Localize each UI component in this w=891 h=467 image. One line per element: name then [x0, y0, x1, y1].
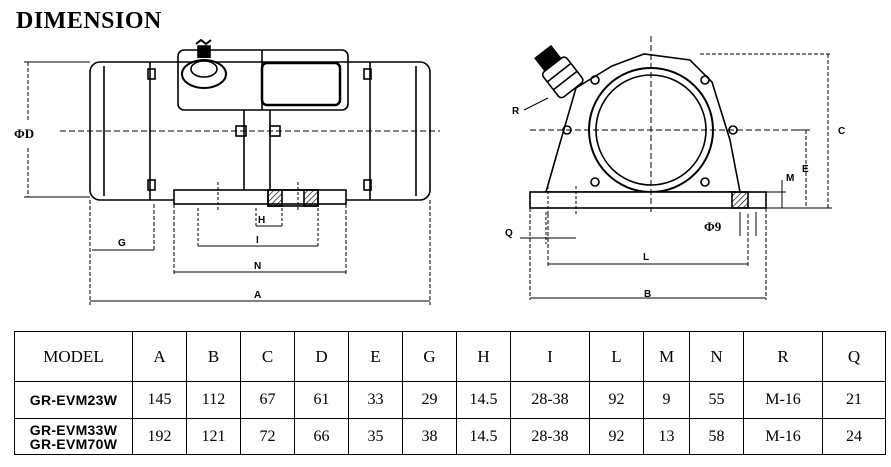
table-header-cell: MODEL [14, 331, 133, 382]
model-name: GR-EVM33W [29, 421, 118, 438]
side-view [60, 38, 440, 212]
table-header-cell: R [743, 331, 823, 382]
table-header-cell: C [240, 331, 295, 382]
table-cell: 14.5 [456, 381, 511, 419]
table-cell: 192 [132, 418, 187, 455]
table-header-cell: E [348, 331, 403, 382]
dimension-table: MODEL A B C D E G H I L M N R Q GR-EVM23… [14, 331, 886, 455]
table-cell: 61 [294, 381, 349, 419]
table-header-cell: H [456, 331, 511, 382]
dim-label-i: I [256, 235, 259, 246]
model-name: GR-EVM23W [29, 392, 118, 408]
table-cell: 66 [294, 418, 349, 455]
table-cell: 14.5 [456, 418, 511, 455]
table-cell: 67 [240, 381, 295, 419]
dim-label-b: B [644, 289, 651, 300]
table-cell: 121 [186, 418, 241, 455]
table-cell: M-16 [743, 381, 823, 419]
table-cell: 35 [348, 418, 403, 455]
front-cable-gland [541, 56, 584, 99]
table-cell: 28-38 [510, 418, 590, 455]
table-cell: 145 [132, 381, 187, 419]
dim-label-r: R [512, 106, 520, 117]
table-header-cell: G [402, 331, 457, 382]
table-cell: 112 [186, 381, 241, 419]
table-cell: 24 [822, 418, 886, 455]
dim-label-phi9: Φ9 [704, 219, 722, 234]
table-header-cell: D [294, 331, 349, 382]
motor-base [173, 189, 347, 205]
table-header-cell: L [589, 331, 644, 382]
table-header-cell: B [186, 331, 241, 382]
dim-label-h: H [258, 215, 265, 226]
dim-label-n: N [254, 261, 261, 272]
front-base [529, 191, 767, 209]
front-view-dimensions [520, 53, 832, 300]
dimension-drawing: ΦD G H I N A [14, 36, 845, 305]
side-view-dimensions [24, 61, 431, 305]
table-cell: 28-38 [510, 381, 590, 419]
dim-label-e: E [802, 164, 809, 175]
table-row: GR-EVM23W 145 112 67 61 33 29 14.5 28-38… [14, 381, 886, 419]
dim-label-l: L [643, 252, 649, 263]
motor-housing [544, 53, 741, 193]
table-header-cell: A [132, 331, 187, 382]
table-cell: 9 [643, 381, 690, 419]
table-header-cell: Q [822, 331, 886, 382]
table-header-cell: I [510, 331, 590, 382]
page-title: DIMENSION [16, 8, 162, 34]
model-name: GR-EVM70W [29, 435, 118, 452]
table-cell: 38 [402, 418, 457, 455]
dim-label-g: G [118, 238, 126, 249]
table-cell: 21 [822, 381, 886, 419]
table-cell: 92 [589, 418, 644, 455]
table-cell: 55 [689, 381, 744, 419]
table-cell: M-16 [743, 418, 823, 455]
table-header-row: MODEL A B C D E G H I L M N R Q [14, 331, 886, 382]
model-cell: GR-EVM23W [14, 381, 133, 419]
front-view [529, 36, 792, 214]
terminal-box [177, 49, 349, 111]
table-cell: 92 [589, 381, 644, 419]
dim-label-m: M [786, 173, 794, 184]
dim-label-a: A [254, 290, 261, 301]
table-cell: 33 [348, 381, 403, 419]
table-cell: 13 [643, 418, 690, 455]
dim-label-q: Q [505, 228, 513, 239]
table-cell: 58 [689, 418, 744, 455]
table-cell: 72 [240, 418, 295, 455]
dim-label-phi-d: ΦD [14, 126, 34, 141]
table-cell: 29 [402, 381, 457, 419]
table-header-cell: M [643, 331, 690, 382]
dim-label-c: C [838, 126, 845, 137]
table-header-cell: N [689, 331, 744, 382]
